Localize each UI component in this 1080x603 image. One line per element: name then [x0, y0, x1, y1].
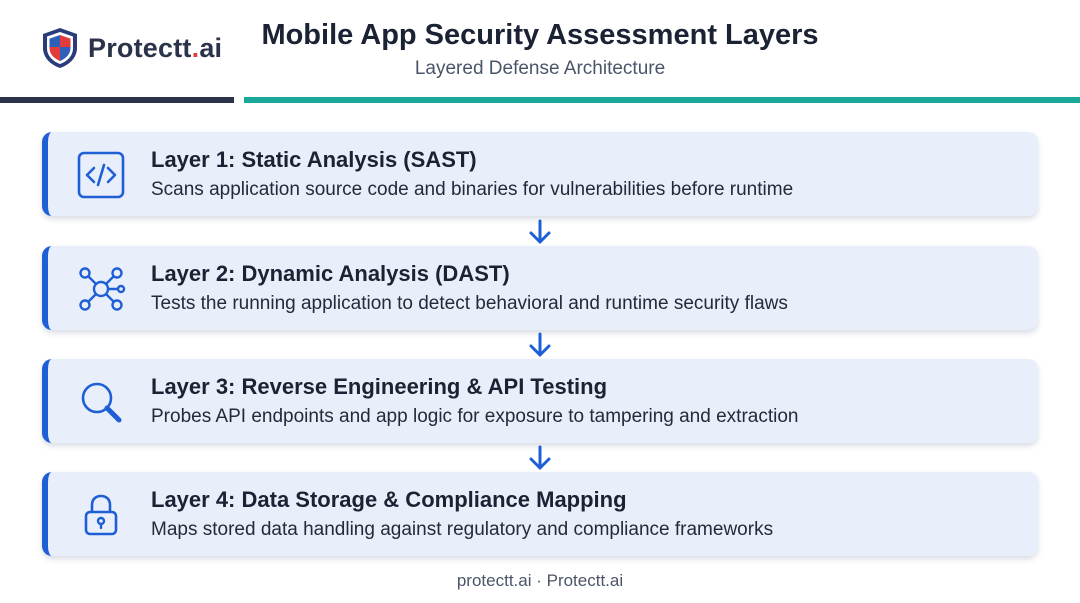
layer-title: Layer 3: Reverse Engineering & API Testi…: [151, 374, 608, 399]
layer-description: Scans application source code and binari…: [151, 179, 794, 200]
brand-logo[interactable]: Protectt.ai: [40, 26, 222, 70]
layer-description: Probes API endpoints and app logic for e…: [151, 406, 799, 427]
layer-card-2: Layer 2: Dynamic Analysis (DAST) Tests t…: [42, 246, 1038, 330]
page-title: Mobile App Security Assessment Layers: [261, 19, 819, 51]
title-block: Mobile App Security Assessment Layers La…: [240, 16, 840, 83]
layer-title: Layer 1: Static Analysis (SAST): [151, 147, 477, 172]
layer-card-3: Layer 3: Reverse Engineering & API Testi…: [42, 359, 1038, 443]
header-divider-navy: [0, 97, 234, 103]
magnifier-icon: [81, 382, 122, 423]
arrow-down-icon: [529, 219, 551, 244]
layer-title: Layer 2: Dynamic Analysis (DAST): [151, 261, 510, 286]
header-divider-teal: [244, 97, 1080, 103]
arrow-down-icon: [529, 445, 551, 470]
header: Protectt.ai Mobile App Security Assessme…: [0, 0, 1080, 98]
layer-description: Tests the running application to detect …: [151, 293, 788, 314]
network-icon: [79, 267, 126, 311]
page-subtitle: Layered Defense Architecture: [414, 58, 666, 79]
layer-title: Layer 4: Data Storage & Compliance Mappi…: [151, 487, 627, 512]
code-icon: [77, 151, 125, 199]
layer-card-4: Layer 4: Data Storage & Compliance Mappi…: [42, 472, 1038, 556]
layer-card-1: Layer 1: Static Analysis (SAST) Scans ap…: [42, 132, 1038, 216]
shield-logo-icon: [43, 28, 77, 68]
lock-icon: [84, 494, 118, 536]
brand-name: Protectt.ai: [88, 32, 223, 63]
arrow-down-icon: [529, 332, 551, 357]
layer-description: Maps stored data handling against regula…: [151, 519, 774, 540]
footer-text: protectt.ai · Protectt.ai: [456, 571, 624, 590]
